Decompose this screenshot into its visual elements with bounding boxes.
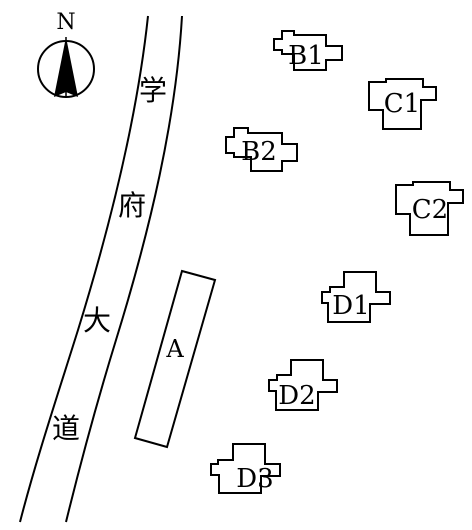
- building-b1: B1: [273, 30, 343, 71]
- road-char-3: 大: [83, 304, 111, 337]
- building-c2-label: C2: [412, 195, 448, 225]
- plot-a-outline: [133, 269, 217, 449]
- road-char-4: 道: [52, 412, 80, 445]
- building-c1-label: C1: [384, 89, 420, 119]
- building-d1-label: D1: [332, 291, 369, 321]
- building-d2-outline: [268, 359, 338, 411]
- building-d3-outline: [210, 443, 281, 494]
- building-d2-label: D2: [278, 381, 315, 411]
- plot-a: A: [133, 269, 217, 449]
- road-char-1: 学: [139, 74, 167, 107]
- building-b2-outline: [225, 127, 298, 172]
- road: 学 府 大 道: [19, 15, 183, 523]
- building-d1-outline: [321, 271, 391, 323]
- north-compass: N: [37, 10, 95, 98]
- building-b1-label: B1: [288, 41, 324, 71]
- building-b2: B2: [225, 127, 298, 172]
- building-b2-label: B2: [241, 137, 277, 167]
- building-c2: C2: [395, 181, 464, 236]
- plot-a-label: A: [165, 335, 184, 363]
- building-c2-outline: [395, 181, 464, 236]
- road-right-edge: [65, 15, 183, 523]
- road-char-2: 府: [118, 189, 146, 222]
- road-left-edge: [19, 15, 149, 523]
- building-d3: D3: [210, 443, 281, 494]
- building-d1: D1: [321, 271, 391, 323]
- building-d3-label: D3: [236, 464, 273, 494]
- building-d2: D2: [268, 359, 338, 411]
- building-c1: C1: [368, 78, 437, 130]
- building-b1-outline: [273, 30, 343, 71]
- compass-north-label: N: [56, 10, 75, 35]
- building-c1-outline: [368, 78, 437, 130]
